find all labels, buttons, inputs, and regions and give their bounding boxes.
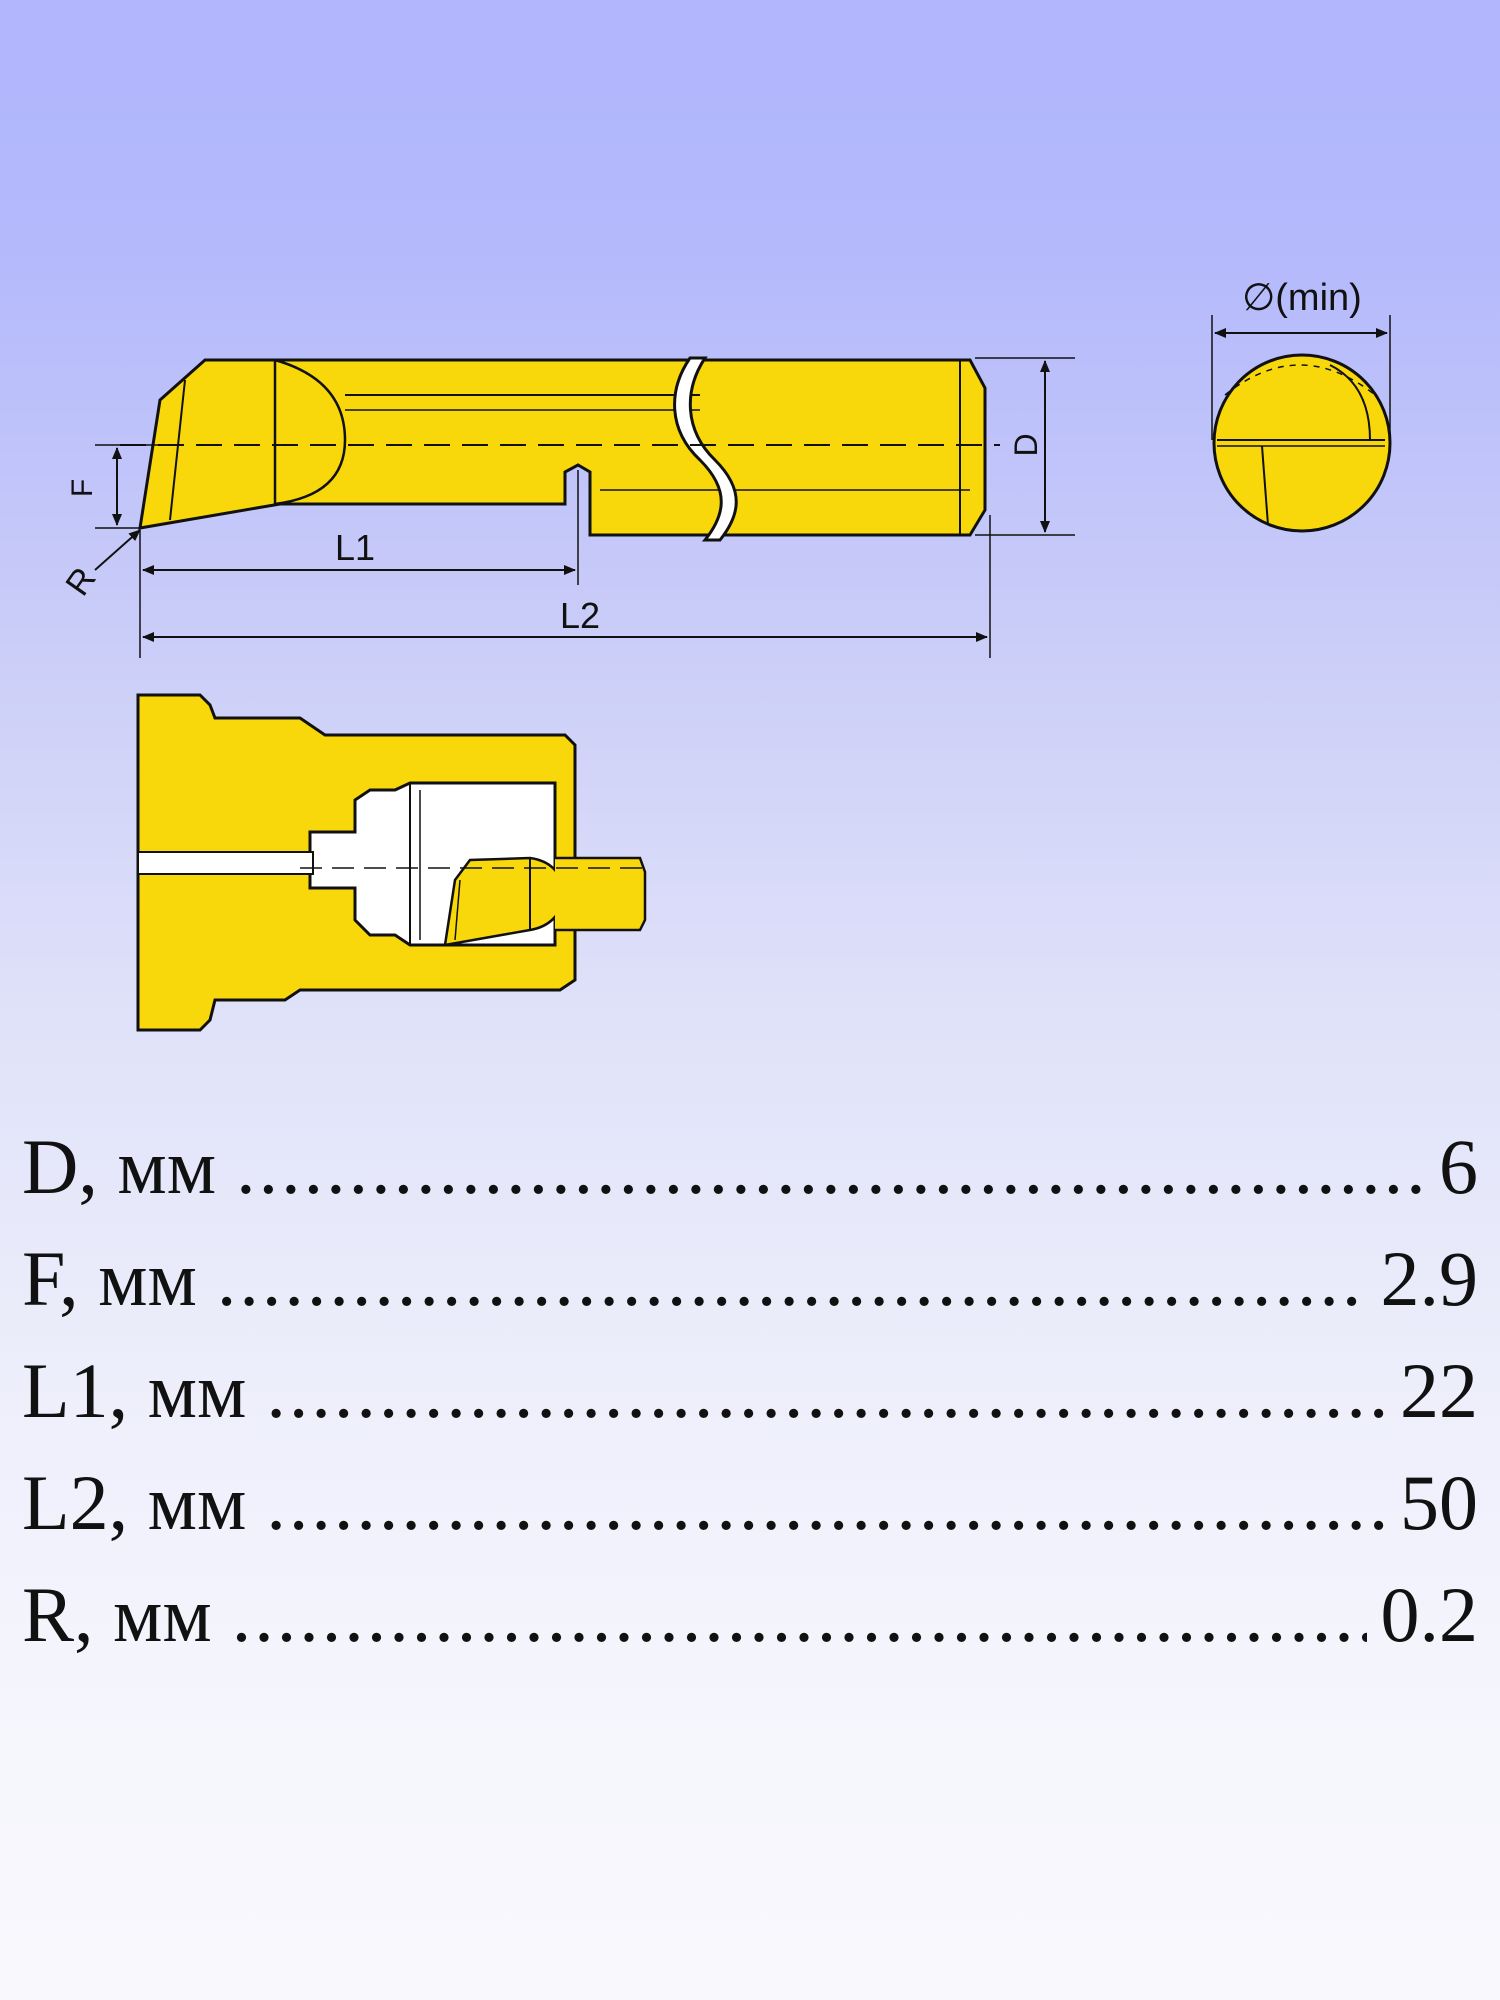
side-view: F R L1 L2 D [58,356,1075,658]
dim-label-diameter-min: ∅(min) [1242,277,1362,319]
spec-value: 0.2 [1380,1571,1479,1658]
leader-dots [266,1464,1386,1542]
dim-label-l1: L1 [335,527,375,568]
spec-row-d: D, мм 6 [22,1128,1478,1240]
spec-label: L2, мм [22,1459,247,1546]
spec-row-l1: L1, мм 22 [22,1352,1478,1464]
dim-label-d: D [1008,433,1044,456]
tool-drawing: F R L1 L2 D ∅(min) [58,277,1392,1032]
dim-label-f: F [66,479,99,497]
leader-dots [266,1352,1386,1430]
end-view: ∅(min) [1211,277,1392,533]
leader-dots [236,1128,1425,1206]
spec-label: L1, мм [22,1347,247,1434]
spec-row-r: R, мм 0.2 [22,1576,1478,1688]
leader-dots [217,1240,1367,1318]
leader-dots [232,1576,1367,1654]
tool-end-circle [1212,353,1392,533]
tool-body-side [138,358,987,537]
coolant-channel [137,851,314,875]
section-view [136,693,650,1032]
break-line [673,356,738,542]
spec-value: 6 [1439,1123,1478,1210]
spec-label: F, мм [22,1235,197,1322]
spec-row-f: F, мм 2.9 [22,1240,1478,1352]
spec-value: 50 [1400,1459,1478,1546]
spec-value: 2.9 [1380,1235,1479,1322]
spec-list: D, мм 6 F, мм 2.9 L1, мм 22 L2, мм 50 R,… [22,1128,1478,1688]
spec-row-l2: L2, мм 50 [22,1464,1478,1576]
spec-value: 22 [1400,1347,1478,1434]
dim-label-r: R [58,561,103,603]
dim-label-l2: L2 [560,595,600,636]
spec-label: D, мм [22,1123,217,1210]
spec-label: R, мм [22,1571,212,1658]
